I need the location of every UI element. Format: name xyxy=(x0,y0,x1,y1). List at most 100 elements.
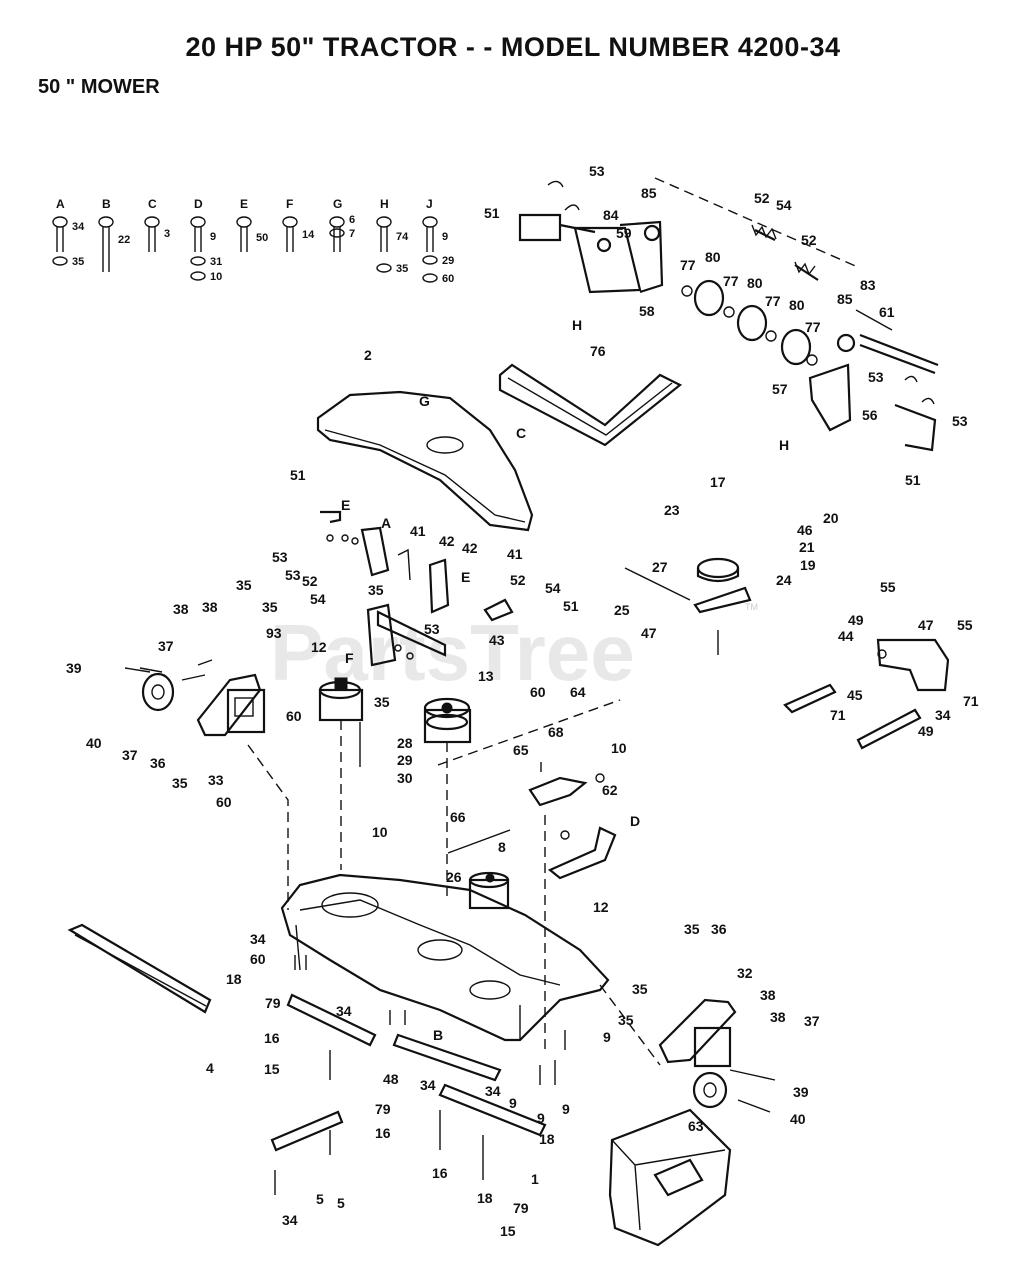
part-callout: 38 xyxy=(173,601,189,617)
part-callout: 54 xyxy=(776,197,792,213)
part-callout: 49 xyxy=(918,723,934,739)
part-callout: 16 xyxy=(432,1165,448,1181)
misc-hardware xyxy=(139,659,331,1195)
belt-48 xyxy=(67,923,212,1014)
bolt-head-icon xyxy=(144,216,160,228)
part-callout: 5 xyxy=(316,1191,324,1207)
part-callout: 60 xyxy=(250,951,266,967)
part-callout: 52 xyxy=(510,572,526,588)
part-callout: 46 xyxy=(797,522,813,538)
part-callout: 57 xyxy=(772,381,788,397)
part-callout: 79 xyxy=(265,995,281,1011)
hardware-item-f: F14 xyxy=(282,197,315,252)
part-callout: 13 xyxy=(478,668,494,684)
hardware-part-number: 14 xyxy=(302,229,315,241)
part-callout: 5 xyxy=(337,1195,345,1211)
part-callout: 38 xyxy=(760,987,776,1003)
bolt-shank-icon xyxy=(286,227,294,252)
hardware-part-number: 10 xyxy=(210,271,222,283)
part-callout: 37 xyxy=(158,638,174,654)
hardware-part-number: 22 xyxy=(118,234,130,246)
part-callout: 47 xyxy=(641,625,657,641)
part-callout: 59 xyxy=(616,225,632,241)
hardware-letter: G xyxy=(333,197,342,211)
part-callout: 54 xyxy=(545,580,561,596)
part-callout: 15 xyxy=(500,1223,516,1239)
spindles xyxy=(318,677,510,910)
part-callout: 18 xyxy=(539,1131,555,1147)
part-callout: 12 xyxy=(593,899,609,915)
hardware-letter: H xyxy=(380,197,389,211)
guide-lines xyxy=(247,699,661,1066)
part-callout: 26 xyxy=(446,869,462,885)
part-callout: 39 xyxy=(66,660,82,676)
part-callout: 44 xyxy=(838,628,854,644)
hardware-letter: B xyxy=(102,197,111,211)
bolt-shank-icon xyxy=(194,227,202,252)
part-callout: 53 xyxy=(272,549,288,565)
part-callout: 42 xyxy=(439,533,455,549)
part-callout: 39 xyxy=(793,1084,809,1100)
part-callout: 62 xyxy=(602,782,618,798)
part-callout: C xyxy=(516,425,526,441)
part-callout: 20 xyxy=(823,510,839,526)
idler-right xyxy=(447,557,752,880)
hardware-letter: J xyxy=(426,197,433,211)
hardware-letter: E xyxy=(240,197,248,211)
part-callout: 76 xyxy=(590,343,606,359)
part-callout: 35 xyxy=(684,921,700,937)
part-callout: 9 xyxy=(562,1101,570,1117)
hardware-letter: D xyxy=(194,197,203,211)
belt-76 xyxy=(498,363,683,447)
nut-icon xyxy=(52,256,68,266)
part-callout: 27 xyxy=(652,559,668,575)
hardware-part-number: 34 xyxy=(72,221,85,233)
bolt-head-icon xyxy=(190,216,206,228)
part-callout: 84 xyxy=(603,207,619,223)
hardware-part-number: 35 xyxy=(396,263,408,275)
idler-lower-right xyxy=(658,998,776,1113)
hardware-part-number: 74 xyxy=(396,231,409,243)
part-callout: 41 xyxy=(410,523,426,539)
part-callout: 34 xyxy=(250,931,266,947)
hardware-letter: A xyxy=(56,197,65,211)
hardware-item-c: C3 xyxy=(144,197,170,252)
part-callout: 53 xyxy=(285,567,301,583)
part-callout: 41 xyxy=(507,546,523,562)
part-callout: H xyxy=(779,437,789,453)
part-callout: 77 xyxy=(805,319,821,335)
part-callout: 23 xyxy=(664,502,680,518)
bolt-shank-icon xyxy=(333,227,341,252)
part-callout: 63 xyxy=(688,1118,704,1134)
part-callout: 33 xyxy=(208,772,224,788)
part-callout: 8 xyxy=(498,839,506,855)
bolts xyxy=(294,722,566,1180)
hardware-part-number: 35 xyxy=(72,256,84,268)
nut-icon xyxy=(422,255,438,265)
part-callout: 53 xyxy=(589,163,605,179)
part-callout: 30 xyxy=(397,770,413,786)
part-callout: 77 xyxy=(680,257,696,273)
diagram-subtitle: 50 " MOWER xyxy=(38,76,160,98)
part-callout: 66 xyxy=(450,809,466,825)
part-callout: 25 xyxy=(614,602,630,618)
part-callout: D xyxy=(630,813,640,829)
part-callout: 34 xyxy=(935,707,951,723)
part-callout: 56 xyxy=(862,407,878,423)
part-callout: 51 xyxy=(290,467,306,483)
part-callout: 55 xyxy=(880,579,896,595)
part-callout: 9 xyxy=(537,1110,545,1126)
part-callout: 19 xyxy=(800,557,816,573)
part-callout: 10 xyxy=(372,824,388,840)
part-callout: 32 xyxy=(737,965,753,981)
part-callout: 52 xyxy=(801,232,817,248)
nut-icon xyxy=(190,256,206,266)
part-callout: 34 xyxy=(336,1003,352,1019)
hardware-part-number: 3 xyxy=(164,228,170,240)
part-callout: 16 xyxy=(264,1030,280,1046)
part-callout: 36 xyxy=(150,755,166,771)
part-callout: 64 xyxy=(570,684,586,700)
part-callout: 47 xyxy=(918,617,934,633)
